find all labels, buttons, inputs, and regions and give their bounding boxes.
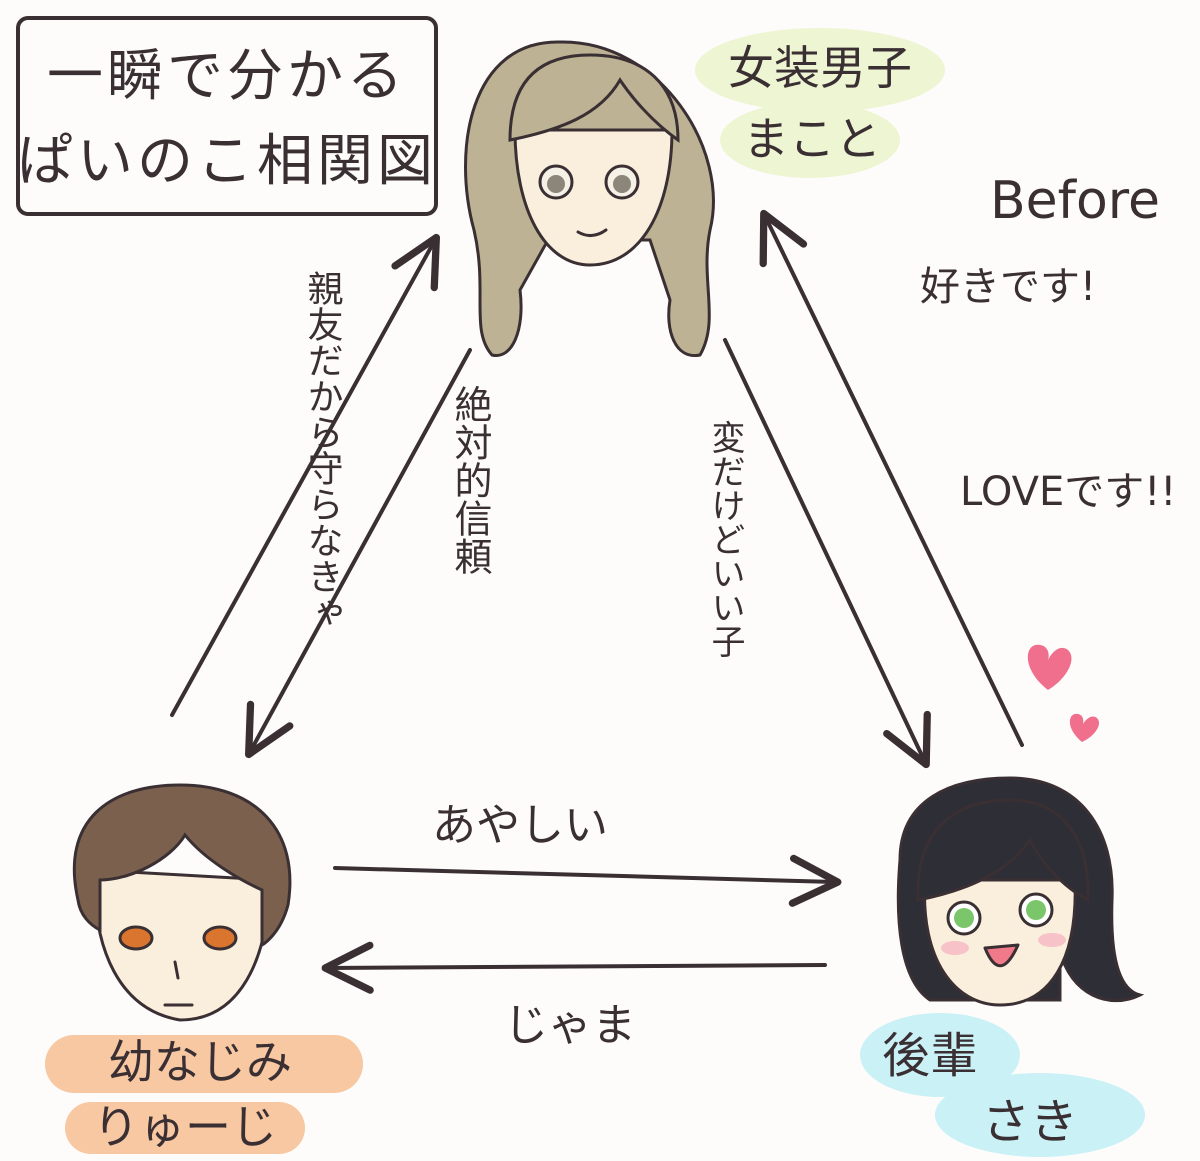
stage-label: Before (990, 171, 1160, 231)
relation-arrows (170, 209, 1024, 994)
label-makoto-to-ryuji: 絶対的信頼 (448, 385, 492, 575)
arrow-ryuji-to-makoto (170, 233, 440, 717)
makoto-pupil-right (613, 175, 631, 193)
saki-pupil-left (954, 908, 974, 928)
ryuji-face (93, 868, 272, 1022)
saki-pupil-right (1026, 900, 1046, 920)
character-makoto (464, 40, 715, 357)
makoto-role: 女装男子 (728, 41, 912, 95)
makoto-highlight-1 (695, 28, 945, 112)
arrow-saki-to-ryuji (321, 941, 827, 994)
makoto-name-tag: 女装男子 まこと (695, 28, 945, 178)
label-makoto-to-saki: 変だけどいい子 (705, 420, 745, 658)
label-saki-to-makoto-2: LOVEです!! (960, 469, 1176, 515)
arrow-saki-to-makoto (759, 209, 1024, 747)
saki-highlight-1 (860, 1013, 1020, 1097)
title-box: 一瞬で分かる ぱいのこ相関図 (16, 16, 438, 216)
label-saki-to-makoto-1: 好きです! (920, 264, 1096, 310)
makoto-face (513, 128, 674, 267)
saki-blush-left (941, 941, 969, 955)
saki-role: 後輩 (882, 1028, 978, 1084)
makoto-name: まこと (743, 112, 881, 166)
ryuji-nose (173, 960, 180, 980)
character-saki (896, 776, 1145, 1007)
label-ryuji-to-makoto: 親友だから守らなきゃ (302, 270, 343, 630)
heart-icon (1027, 644, 1072, 690)
saki-name-tag: 後輩 さき (860, 1013, 1145, 1157)
arrow-makoto-to-saki (723, 338, 931, 769)
saki-mouth (983, 943, 1020, 968)
ryuji-name-tag: 幼なじみ りゅーじ (45, 1035, 363, 1154)
saki-bangs (916, 798, 1090, 903)
label-ryuji-to-saki: あやしい (432, 800, 608, 851)
makoto-bangs (508, 53, 680, 143)
saki-name: さき (982, 1094, 1078, 1150)
ryuji-role: 幼なじみ (108, 1035, 292, 1089)
saki-blush-right (1038, 933, 1066, 947)
makoto-highlight-2 (720, 102, 900, 178)
ryuji-eye-left (118, 925, 154, 951)
heart-icon (1069, 713, 1100, 742)
title-frame (16, 16, 438, 216)
ryuji-name: りゅーじ (93, 1100, 277, 1154)
title-line-1: 一瞬で分かる (47, 44, 407, 109)
ryuji-eye-right (202, 925, 238, 951)
ryuji-highlight-1 (45, 1035, 363, 1093)
arrow-ryuji-to-saki (333, 854, 842, 907)
label-saki-to-ryuji: じゃま (504, 1000, 636, 1051)
ryuji-hair (72, 783, 292, 948)
makoto-pupil-left (547, 175, 565, 193)
saki-highlight-2 (935, 1073, 1145, 1157)
ryuji-highlight-2 (65, 1102, 305, 1154)
character-ryuji (72, 783, 292, 1022)
title-line-2: ぱいのこ相関図 (17, 129, 437, 194)
arrow-makoto-to-ryuji (245, 348, 472, 759)
makoto-mouth (576, 228, 608, 237)
